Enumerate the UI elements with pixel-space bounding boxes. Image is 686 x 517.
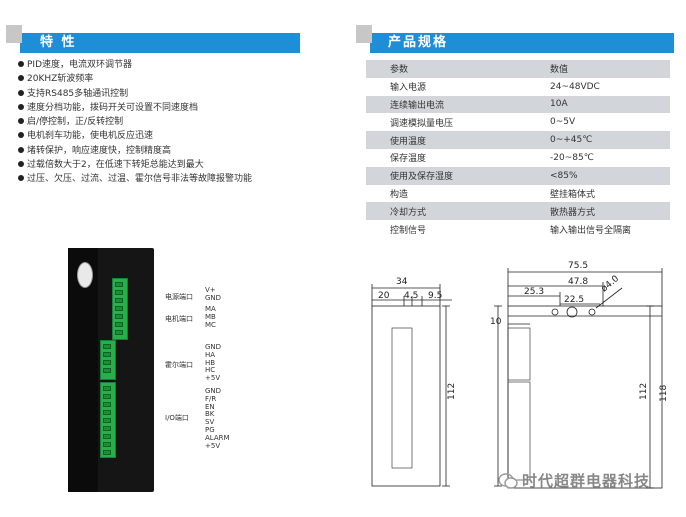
table-row: 保存温度-20~85℃ xyxy=(366,148,670,167)
terminal-screw-icon xyxy=(103,410,111,415)
dim-front-b: 25.3 xyxy=(524,287,544,297)
terminal-screw-icon xyxy=(115,298,123,303)
dimension-drawing: 34 20 4.5 9.5 112 75.5 47.8 25.3 22.5 ø4… xyxy=(371,261,669,489)
feature-item: 支持RS485多轴通讯控制 xyxy=(18,87,318,101)
terminal-screw-icon xyxy=(103,368,111,373)
features-list: PID速度，电流双环调节器 20KHZ斩波频率 支持RS485多轴通讯控制 速度… xyxy=(18,58,318,187)
motor-port-pins: MA MB MC xyxy=(205,305,216,329)
watermark-text: 时代超群电器科技 xyxy=(522,472,651,490)
terminal-screw-icon xyxy=(103,352,111,357)
terminal-screw-icon xyxy=(115,282,123,287)
terminal-screw-icon xyxy=(103,394,111,399)
dim-side-c: 9.5 xyxy=(428,291,442,301)
terminal-screw-icon xyxy=(103,442,111,447)
terminal-screw-icon xyxy=(103,402,111,407)
bullet-icon xyxy=(18,89,24,96)
dim-side-b: 4.5 xyxy=(404,291,418,301)
power-port-label: 电源端口 xyxy=(165,293,193,301)
features-header: 特 性 xyxy=(6,25,300,53)
motor-port-label: 电机端口 xyxy=(165,315,193,323)
power-motor-connector xyxy=(112,278,128,340)
dim-front-width: 75.5 xyxy=(568,261,588,271)
terminal-screw-icon xyxy=(103,344,111,349)
dim-front-h1: 112 xyxy=(639,383,649,400)
terminal-screw-icon xyxy=(103,426,111,431)
terminal-screw-icon xyxy=(103,386,111,391)
table-row: 控制信号输入输出信号全隔离 xyxy=(366,220,670,238)
dim-front-top: 10 xyxy=(490,317,502,327)
hall-port-pins: GND HA HB HC +5V xyxy=(205,343,222,383)
table-row: 构造壁挂箱体式 xyxy=(366,184,670,203)
terminal-screw-icon xyxy=(115,306,123,311)
io-port-pins: GND F/R EN BK SV PG ALARM +5V xyxy=(205,387,230,450)
terminal-screw-icon xyxy=(103,418,111,423)
table-row: 参数数值 xyxy=(366,60,670,78)
side-view-connector-strip xyxy=(391,327,413,469)
hall-port-label: 霍尔端口 xyxy=(165,361,193,369)
specs-header: 产品规格 xyxy=(356,25,674,53)
dim-side-height: 112 xyxy=(447,383,457,400)
bullet-icon xyxy=(18,132,24,139)
bullet-icon xyxy=(18,75,24,82)
mount-hole-icon xyxy=(551,308,559,316)
feature-item: PID速度，电流双环调节器 xyxy=(18,58,318,72)
feature-item: 电机刹车功能，使电机反应迅速 xyxy=(18,129,318,143)
feature-item: 20KHZ斩波频率 xyxy=(18,72,318,86)
features-title: 特 性 xyxy=(40,35,77,50)
bullet-icon xyxy=(18,161,24,168)
terminal-screw-icon xyxy=(115,290,123,295)
device-side-panel xyxy=(68,248,98,492)
side-view-outline xyxy=(371,305,441,487)
bullet-icon xyxy=(18,61,24,67)
header-tab-decoration xyxy=(6,25,22,43)
bullet-icon xyxy=(18,103,24,110)
hall-connector xyxy=(100,340,116,380)
specs-title: 产品规格 xyxy=(388,35,449,50)
terminal-screw-icon xyxy=(115,330,123,335)
feature-item: 过载倍数大于2，在低速下转矩总能达到最大 xyxy=(18,158,318,172)
io-port-label: I/O端口 xyxy=(165,414,189,422)
dim-front-c: 22.5 xyxy=(564,295,584,305)
driver-device-image xyxy=(68,248,154,492)
watermark: 时代超群电器科技 xyxy=(498,468,676,494)
feature-item: 过压、欠压、过流、过温、霍尔信号非法等故障报警功能 xyxy=(18,172,318,186)
bullet-icon xyxy=(18,118,24,125)
feature-item: 启/停控制，正/反转控制 xyxy=(18,115,318,129)
mount-screw-icon xyxy=(566,306,578,318)
dim-front-h2: 118 xyxy=(659,385,669,402)
device-label-sticker xyxy=(77,262,93,288)
dim-side-width: 34 xyxy=(396,277,408,287)
terminal-screw-icon xyxy=(115,314,123,319)
terminal-screw-icon xyxy=(103,450,111,455)
dim-front-a: 47.8 xyxy=(568,277,588,287)
header-tab-decoration xyxy=(356,25,372,43)
power-port-pins: V+ GND xyxy=(205,286,222,302)
terminal-screw-icon xyxy=(115,322,123,327)
io-connector xyxy=(100,382,116,458)
bullet-icon xyxy=(18,146,24,153)
table-row: 冷却方式散热器方式 xyxy=(366,202,670,221)
table-row: 使用及保存湿度<85% xyxy=(366,166,670,185)
terminal-screw-icon xyxy=(103,434,111,439)
wechat-icon xyxy=(498,473,518,489)
feature-item: 速度分档功能，拨码开关可设置不同速度档 xyxy=(18,101,318,115)
feature-item: 堵转保护，响应速度快，控制精度高 xyxy=(18,144,318,158)
terminal-screw-icon xyxy=(103,360,111,365)
bullet-icon xyxy=(18,175,24,182)
dim-side-a: 20 xyxy=(378,291,390,301)
